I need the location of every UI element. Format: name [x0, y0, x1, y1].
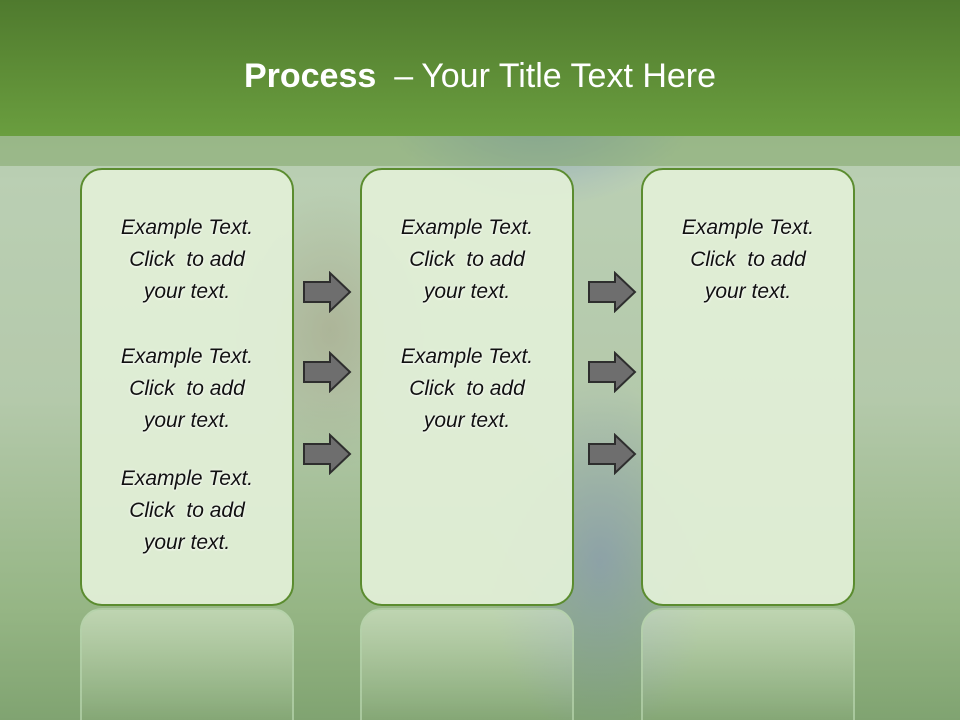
text-block[interactable]: Example Text. Click to add your text.: [82, 463, 292, 559]
right-arrow-icon: [587, 351, 637, 393]
box-reflection: [80, 608, 294, 720]
text-line: Click to add: [129, 248, 245, 271]
text-line: Example Text.: [400, 345, 534, 368]
title-bold: Process: [243, 57, 377, 95]
process-box-1[interactable]: Example Text. Click to add your text. Ex…: [80, 168, 294, 606]
right-arrow-icon: [302, 433, 352, 475]
text-block[interactable]: Example Text. Click to add your text.: [82, 341, 292, 437]
right-arrow-icon: [587, 271, 637, 313]
text-line: Example Text.: [120, 216, 254, 239]
text-block[interactable]: Example Text. Click to add your text.: [362, 341, 572, 437]
text-line: your text.: [704, 280, 792, 303]
title-dash: –: [394, 57, 414, 95]
text-line: Click to add: [129, 377, 245, 400]
text-block[interactable]: Example Text. Click to add your text.: [643, 212, 853, 308]
text-line: Click to add: [409, 248, 525, 271]
title-band: Process–Your Title Text Here: [0, 0, 960, 136]
box-reflection: [360, 608, 574, 720]
text-line: your text.: [423, 409, 511, 432]
process-box-2[interactable]: Example Text. Click to add your text. Ex…: [360, 168, 574, 606]
process-box-3[interactable]: Example Text. Click to add your text.: [641, 168, 855, 606]
right-arrow-icon: [302, 271, 352, 313]
text-line: Example Text.: [120, 345, 254, 368]
right-arrow-icon: [302, 351, 352, 393]
text-line: Click to add: [690, 248, 806, 271]
title-band-shadow: [0, 136, 960, 166]
title-rest: Your Title Text Here: [421, 57, 717, 95]
slide-title[interactable]: Process–Your Title Text Here: [0, 54, 960, 98]
text-line: your text.: [423, 280, 511, 303]
right-arrow-icon: [587, 433, 637, 475]
text-line: Example Text.: [120, 467, 254, 490]
text-line: Click to add: [409, 377, 525, 400]
text-block[interactable]: Example Text. Click to add your text.: [362, 212, 572, 308]
text-line: Example Text.: [681, 216, 815, 239]
text-line: your text.: [143, 409, 231, 432]
text-line: your text.: [143, 531, 231, 554]
text-block[interactable]: Example Text. Click to add your text.: [82, 212, 292, 308]
text-line: your text.: [143, 280, 231, 303]
text-line: Click to add: [129, 499, 245, 522]
box-reflection: [641, 608, 855, 720]
text-line: Example Text.: [400, 216, 534, 239]
